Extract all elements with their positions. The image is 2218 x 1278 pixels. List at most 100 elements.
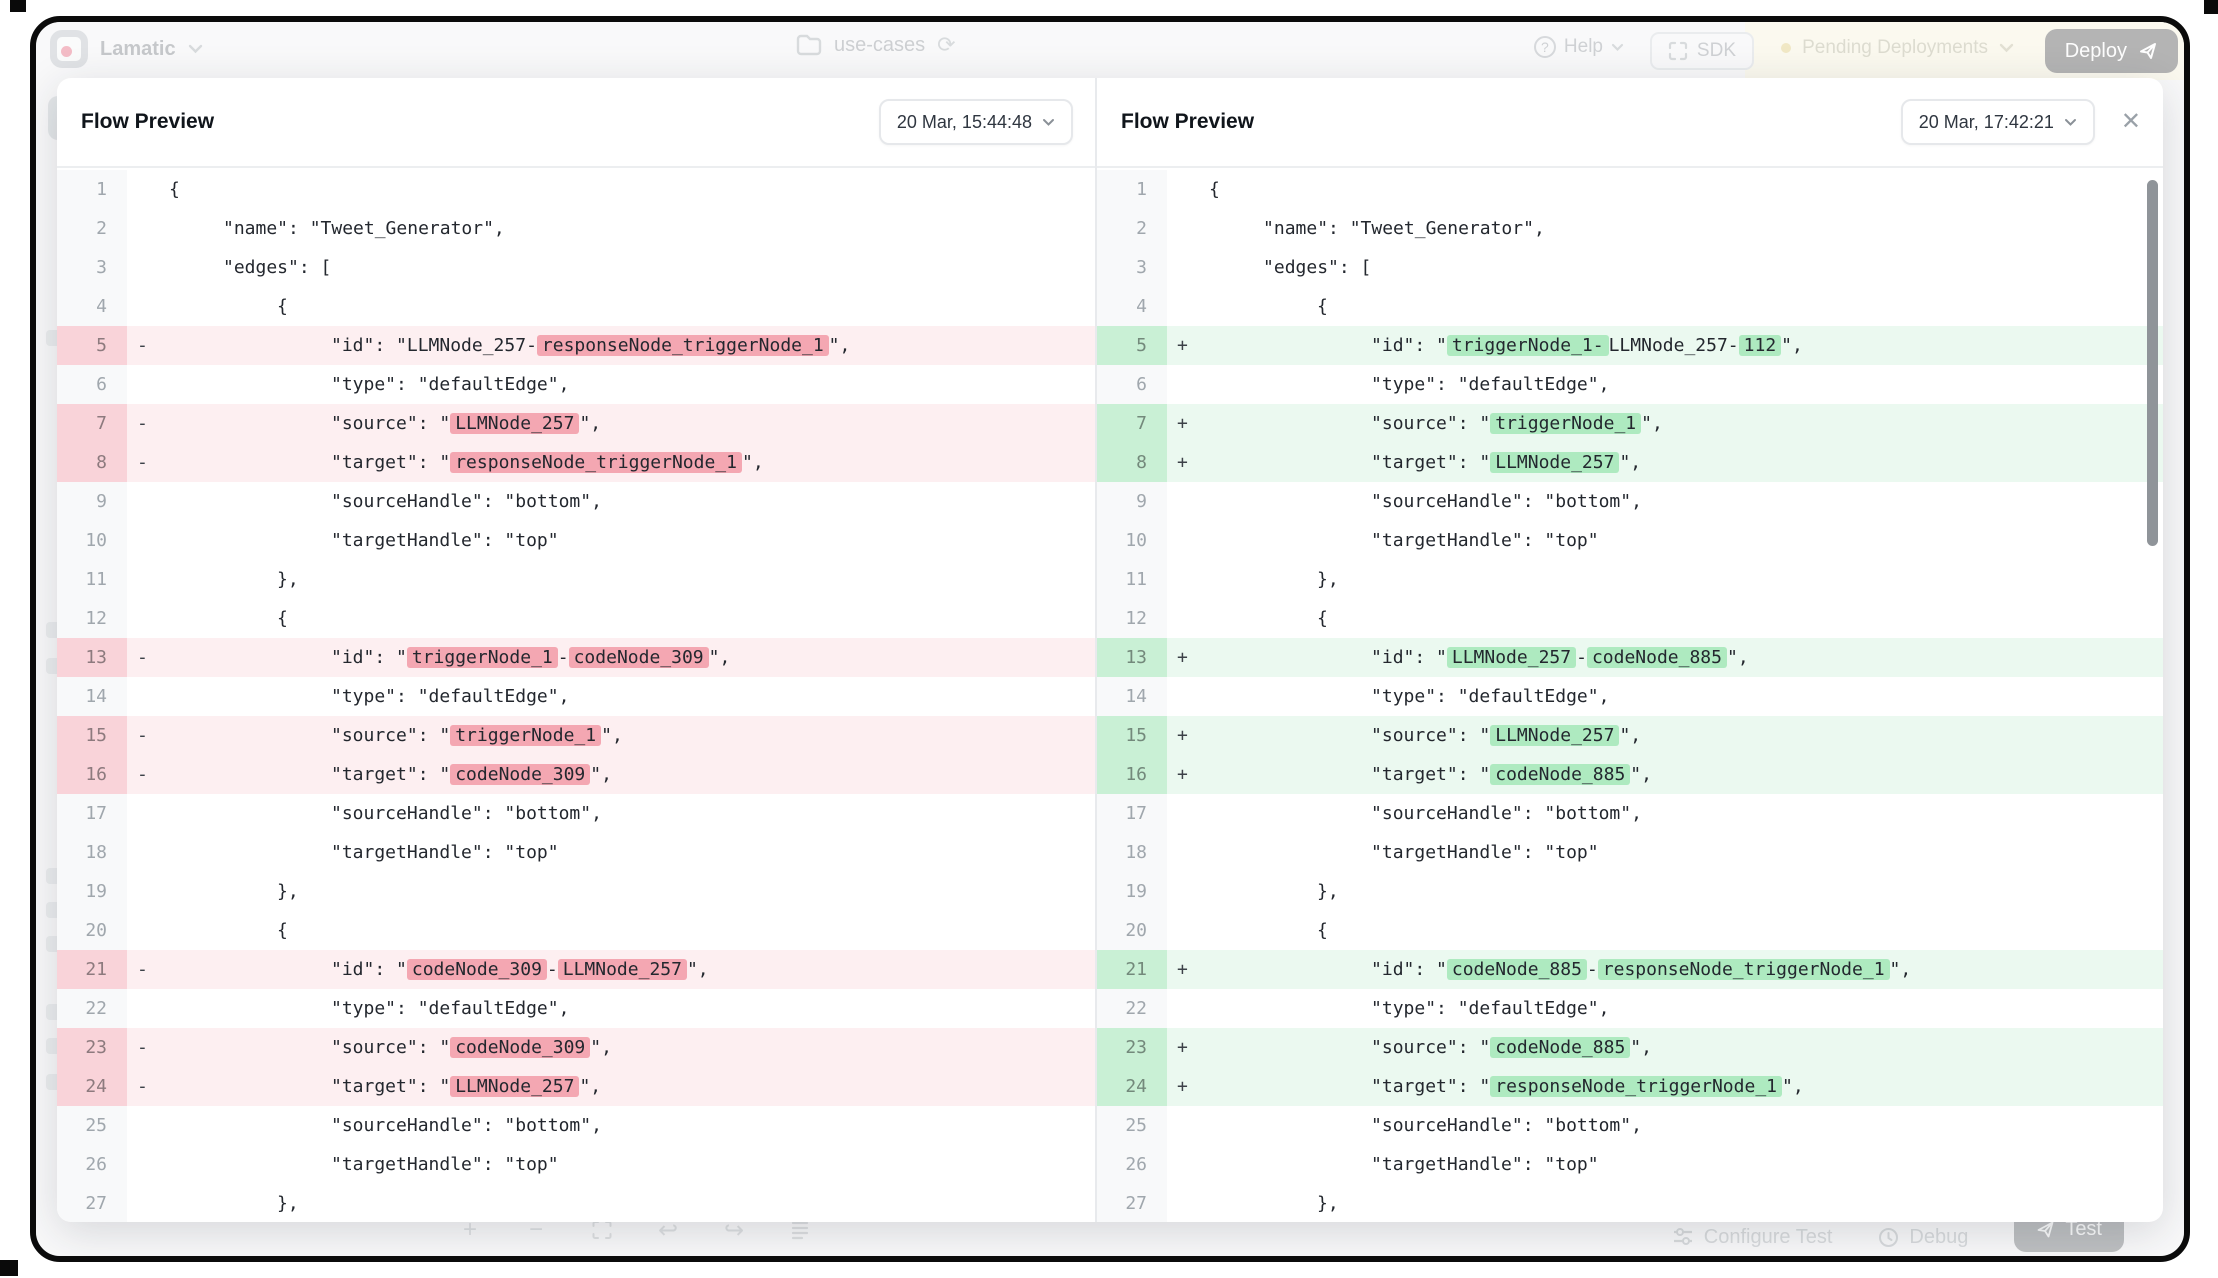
code-segment: "id": "	[331, 647, 407, 668]
code-segment: "sourceHandle": "bottom",	[331, 491, 602, 512]
code-segment: ",	[1726, 647, 1749, 668]
code-segment: "edges": [	[223, 257, 332, 278]
close-icon[interactable]: ✕	[2120, 108, 2141, 135]
code-segment: "type": "defaultEdge",	[331, 686, 570, 707]
changed-token: LLMNode_257	[450, 1076, 580, 1097]
line-number: 24	[57, 1067, 127, 1106]
line-number: 10	[57, 521, 127, 560]
code-text: "edges": [	[161, 248, 1095, 287]
line-number: 11	[1097, 560, 1168, 599]
code-text: "sourceHandle": "bottom",	[1201, 1106, 2163, 1145]
changed-token: codeNode_309	[568, 647, 709, 668]
line-number: 22	[1097, 989, 1168, 1028]
code-segment: {	[277, 608, 288, 629]
line-number: 21	[1097, 950, 1168, 989]
code-text: {	[1201, 599, 2163, 638]
code-text: },	[161, 1184, 1095, 1222]
code-text: "source": "LLMNode_257",	[1201, 716, 2163, 755]
code-text: },	[161, 872, 1095, 911]
line-number: 15	[57, 716, 127, 755]
crop-mark-top-right	[2204, 0, 2218, 14]
code-text: "sourceHandle": "bottom",	[161, 794, 1095, 833]
diff-line: 26"targetHandle": "top"	[1097, 1145, 2163, 1184]
diff-line: 13-"id": "triggerNode_1-codeNode_309",	[57, 638, 1096, 677]
code-segment: "source": "	[331, 413, 451, 434]
line-number: 13	[57, 638, 127, 677]
line-number: 20	[1097, 911, 1168, 950]
code-segment: "sourceHandle": "bottom",	[331, 1115, 602, 1136]
diff-marker	[127, 1184, 161, 1222]
version-timestamp-dropdown[interactable]: 20 Mar, 17:42:21	[1900, 99, 2095, 145]
code-segment: ",	[828, 335, 851, 356]
diff-marker	[1167, 521, 1201, 560]
code-text: {	[1201, 287, 2163, 326]
code-segment: "targetHandle": "top"	[331, 842, 559, 863]
code-text: {	[161, 911, 1095, 950]
diff-marker: -	[127, 404, 161, 443]
diff-panel-left: Flow Preview 20 Mar, 15:44:48 1{2"name":…	[57, 78, 1096, 1222]
version-timestamp-dropdown[interactable]: 20 Mar, 15:44:48	[878, 99, 1074, 145]
diff-marker	[1167, 989, 1201, 1028]
code-segment: },	[277, 1193, 299, 1214]
diff-code-right[interactable]: 1{2"name": "Tweet_Generator",3"edges": […	[1097, 170, 2163, 1222]
code-segment: ",	[579, 413, 602, 434]
diff-line: 5-"id": "LLMNode_257-responseNode_trigge…	[57, 326, 1096, 365]
diff-line: 2 "name": "Tweet_Generator",	[1097, 209, 2163, 248]
line-number: 22	[57, 989, 127, 1028]
code-text: {	[1201, 911, 2163, 950]
diff-line: 19},	[57, 872, 1095, 911]
code-segment: ",	[1782, 1076, 1804, 1097]
line-number: 27	[1097, 1184, 1168, 1222]
code-text: "type": "defaultEdge",	[161, 677, 1095, 716]
line-number: 14	[57, 677, 127, 716]
code-text: "target": "codeNode_885",	[1201, 755, 2163, 794]
diff-marker	[1167, 677, 1201, 716]
code-segment: "id": "	[331, 959, 407, 980]
code-segment: "name": "Tweet_Generator",	[1263, 218, 1545, 239]
code-segment: "targetHandle": "top"	[1371, 842, 1599, 863]
line-number: 17	[57, 794, 127, 833]
line-number: 27	[57, 1184, 127, 1222]
diff-line: 6"type": "defaultEdge",	[1097, 365, 2163, 404]
code-segment: "id": "	[1371, 335, 1447, 356]
code-segment: "id": "LLMNode_257-	[331, 335, 537, 356]
code-text: "source": "triggerNode_1",	[1201, 404, 2163, 443]
diff-marker: +	[1167, 404, 1202, 443]
line-number: 2	[1097, 209, 1168, 248]
diff-marker	[1167, 794, 1201, 833]
code-text: "id": "triggerNode_1-codeNode_309",	[161, 638, 1096, 677]
code-text: {	[161, 599, 1095, 638]
changed-token: LLMNode_257	[450, 413, 580, 434]
line-number: 4	[1097, 287, 1168, 326]
diff-marker	[1167, 1106, 1201, 1145]
changed-token: codeNode_309	[450, 764, 591, 785]
diff-line: 3 "edges": [	[57, 248, 1095, 287]
diff-line: 17 "sourceHandle": "bottom",	[57, 794, 1095, 833]
code-text: "sourceHandle": "bottom",	[161, 482, 1095, 521]
diff-marker	[127, 677, 161, 716]
code-segment: -	[1576, 647, 1587, 668]
diff-marker	[127, 170, 161, 209]
line-number: 3	[57, 248, 127, 287]
diff-code-left[interactable]: 1{2"name": "Tweet_Generator",3"edges": […	[57, 170, 1096, 1222]
code-segment: "targetHandle": "top"	[1371, 530, 1599, 551]
diff-line: 18"targetHandle": "top"	[1097, 833, 2163, 872]
diff-marker	[127, 794, 161, 833]
diff-line: 13+"id": "LLMNode_257-codeNode_885",	[1097, 638, 2163, 677]
scrollbar-thumb[interactable]	[2147, 180, 2158, 546]
line-number: 23	[1097, 1028, 1168, 1067]
code-segment: LLMNode_257-	[1608, 335, 1739, 356]
diff-line: 24-"target": "LLMNode_257",	[57, 1067, 1096, 1106]
code-text: },	[1201, 1184, 2163, 1222]
changed-token: LLMNode_257	[1490, 725, 1620, 746]
code-segment: ",	[1619, 725, 1642, 746]
code-segment: {	[1317, 920, 1328, 941]
diff-line: 12{	[1097, 599, 2163, 638]
diff-marker	[1167, 248, 1201, 287]
code-segment: "target": "	[331, 1076, 451, 1097]
code-text: {	[161, 287, 1095, 326]
code-segment: ",	[1889, 959, 1912, 980]
code-segment: {	[1209, 179, 1220, 200]
changed-token: responseNode_triggerNode_1	[450, 452, 742, 473]
